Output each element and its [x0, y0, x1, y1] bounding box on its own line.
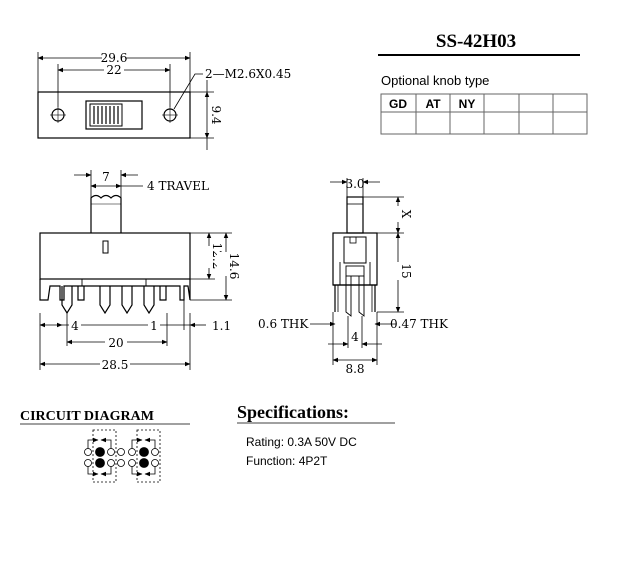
knob-table [380, 93, 588, 135]
dim-knob-x: X [399, 210, 413, 219]
knob-col-at: AT [425, 97, 441, 111]
front-view [39, 170, 232, 370]
dim-hole-spacing: 22 [106, 63, 121, 77]
dim-knob-width: 7 [102, 170, 110, 184]
dim-overall-width: 29.6 [101, 51, 128, 65]
dim-pitch-mid: 1 [150, 319, 158, 333]
circuit-title: CIRCUIT DIAGRAM [20, 409, 154, 424]
dim-right-thk: 0.47 THK [390, 317, 449, 331]
spec-rating: Rating: 0.3A 50V DC [246, 435, 357, 449]
dim-pin-span: 20 [108, 336, 123, 350]
top-view [37, 52, 214, 150]
circuit-diagram [84, 429, 161, 483]
hole-callout: 2—M2.6X0.45 [205, 67, 291, 81]
dim-pin-spacing: 4 [351, 330, 359, 344]
knob-col-gd: GD [389, 97, 407, 111]
dim-overall-length: 28.5 [102, 358, 129, 372]
dim-side-height: 15 [399, 263, 413, 278]
dim-travel: 4 TRAVEL [147, 179, 209, 193]
spec-function: Function: 4P2T [246, 454, 328, 468]
dim-side-width: 8.8 [345, 362, 364, 376]
dim-pitch-left: 4 [71, 319, 79, 333]
dim-total-height: 14.6 [227, 253, 241, 280]
part-number: SS-42H03 [436, 31, 516, 52]
knob-table-heading: Optional knob type [381, 73, 489, 88]
dim-knob-thk: 3.0 [345, 177, 364, 191]
side-view [310, 178, 404, 365]
dim-pin-offset: 1.1 [212, 319, 231, 333]
specs-title: Specifications: [237, 402, 349, 422]
knob-col-ny: NY [459, 97, 476, 111]
dim-left-thk: 0.6 THK [258, 317, 309, 331]
dim-top-height: 9.4 [209, 105, 223, 124]
